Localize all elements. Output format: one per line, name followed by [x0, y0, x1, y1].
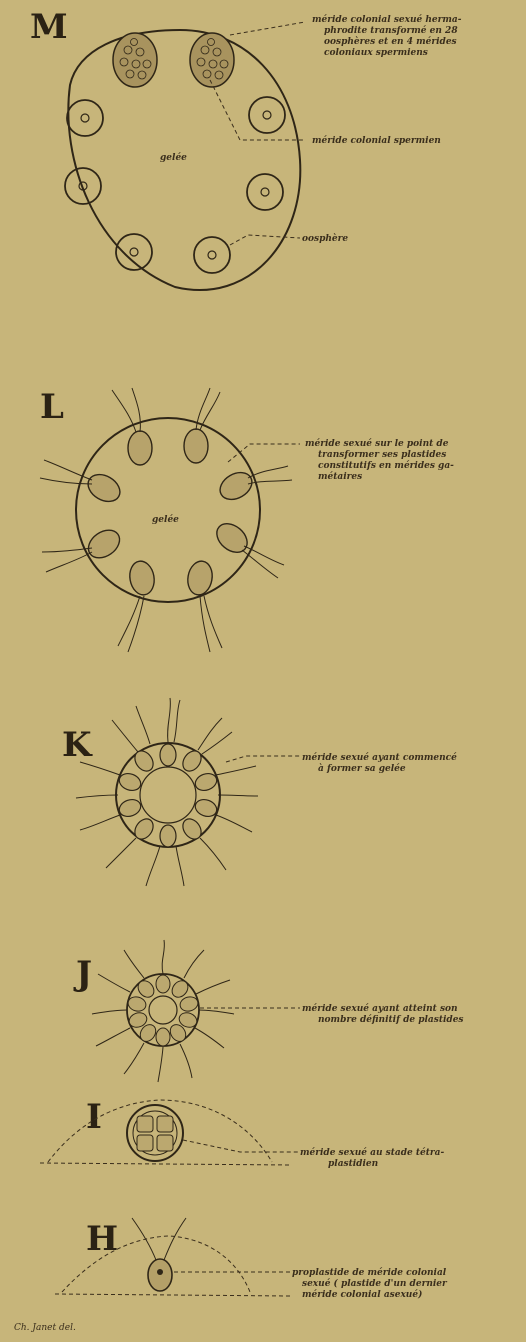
hermaphrodite-meride-right: [190, 33, 234, 87]
figure-m-label: M: [30, 7, 68, 47]
figure-h: H proplastide de méride colonial sexué (…: [55, 1218, 450, 1300]
figure-k-label: K: [62, 725, 93, 765]
note-spermien: méride colonial spermien: [312, 135, 441, 146]
artist-credit: Ch. Janet del.: [14, 1323, 76, 1333]
gel-label-l: gelée: [152, 514, 179, 525]
leader-line: [230, 235, 300, 245]
leader-line: [226, 756, 300, 762]
baseline: [40, 1163, 290, 1165]
flagella: [76, 698, 258, 886]
oosphere: [249, 97, 285, 133]
oosphere: [194, 237, 230, 273]
tetraplastid-outline: [127, 1105, 183, 1161]
note-j: méride sexué ayant atteint son nombre dé…: [302, 1003, 464, 1025]
oosphere: [116, 234, 152, 270]
inner-space: [149, 996, 177, 1024]
figure-l-label: L: [40, 387, 64, 427]
plastid-ring: [83, 429, 257, 597]
note-h: proplastide de méride colonial sexué ( p…: [292, 1267, 450, 1300]
figure-i-label: I: [86, 1097, 102, 1137]
baseline: [55, 1294, 290, 1296]
inner-gel: [140, 767, 196, 823]
figure-j-label: J: [73, 954, 92, 994]
colony-outline: [76, 418, 260, 602]
gel-label-m: gelée: [160, 152, 187, 163]
figure-m: M gelée: [30, 7, 465, 290]
plastid-quad: [137, 1116, 173, 1151]
figure-l: L gelée méride sexué sur le point de: [40, 387, 457, 652]
note-l: méride sexué sur le point de transformer…: [305, 438, 457, 482]
proplastide-nucleus: [157, 1269, 163, 1275]
figure-j: J méride sexué ayant atteint son nom: [73, 940, 464, 1082]
oosphere: [247, 174, 283, 210]
figure-k: K méride sexué ayant commenc: [62, 698, 460, 886]
note-i: méride sexué au stade tétra- plastidien: [300, 1147, 447, 1169]
figure-h-label: H: [86, 1219, 118, 1259]
leader-line: [183, 1140, 298, 1152]
hermaphrodite-meride-left: [113, 33, 157, 87]
leader-line: [230, 22, 305, 35]
note-hermaphrodite: méride colonial sexué herma- phrodite tr…: [312, 14, 465, 58]
note-oosphere: oosphère: [302, 233, 348, 244]
leader-line: [228, 444, 300, 462]
flagellum: [164, 1218, 186, 1260]
note-k: méride sexué ayant commencé à former sa …: [302, 752, 460, 774]
flagella: [92, 940, 234, 1082]
oosphere: [67, 100, 103, 136]
figure-i: I méride sexué au stade tétra- plastidie…: [40, 1097, 447, 1169]
